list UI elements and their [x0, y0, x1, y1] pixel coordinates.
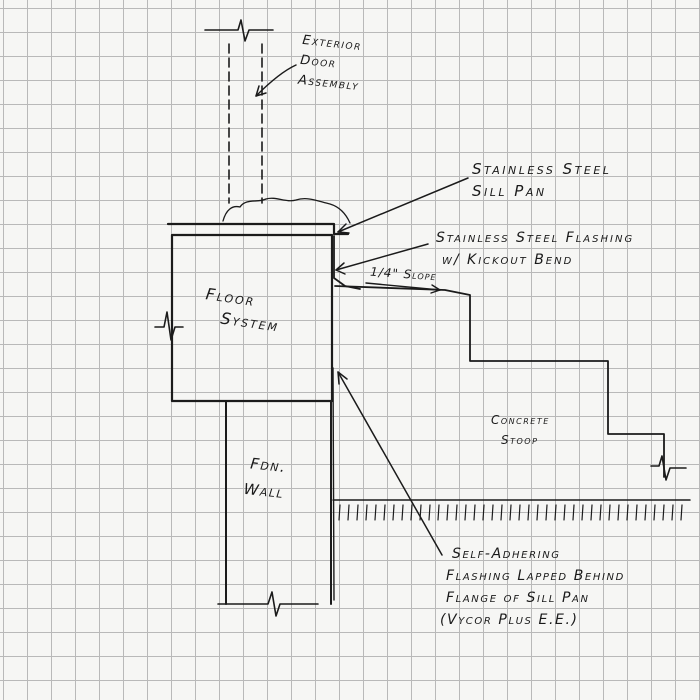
earth-hatch-mark	[626, 504, 629, 521]
floor-break-symbol	[154, 311, 184, 341]
earth-hatch-mark	[653, 504, 656, 521]
earth-hatch-mark	[338, 504, 341, 521]
earth-hatch-mark	[356, 504, 359, 521]
earth-hatch-mark	[365, 504, 368, 521]
sill-pan	[166, 222, 350, 236]
earth-hatch-mark	[464, 504, 467, 521]
adhering-label-line4: (Vycor Plus E.E.)	[440, 612, 579, 628]
earth-hatch-mark	[455, 504, 458, 521]
earth-hatch-mark	[680, 504, 683, 521]
foundation-wall-label: Fdn. Wall	[242, 450, 288, 506]
adhering-label-line3: Flange of Sill Pan	[446, 590, 590, 606]
concrete-stoop	[334, 285, 665, 478]
foundation-wall	[217, 400, 332, 617]
self-adhering-label: Self-Adhering Flashing Lapped Behind Fla…	[440, 543, 625, 631]
earth-hatch-mark	[554, 504, 557, 521]
earth-hatch-mark	[446, 504, 449, 521]
door-break-symbol	[204, 19, 274, 42]
earth-hatch-mark	[437, 504, 440, 521]
earth-hatch-mark	[347, 504, 350, 521]
earth-hatch-mark	[473, 504, 476, 521]
earth-hatch-mark	[401, 504, 404, 521]
earth-hatch-mark	[527, 504, 530, 521]
earth-hatch-mark	[635, 504, 638, 521]
concrete-stoop-label: Concrete Stoop	[491, 410, 550, 450]
earth-hatch-mark	[599, 504, 602, 521]
earth-hatch-mark	[671, 504, 674, 521]
flashing-label-line2: w/ Kickout Bend	[442, 252, 574, 268]
earth-hatch-mark	[482, 504, 485, 521]
concrete-label-line1: Concrete	[491, 413, 550, 427]
earth-hatch-mark	[491, 504, 494, 521]
grade-line	[332, 499, 691, 521]
adhering-label-line2: Flashing Lapped Behind	[446, 568, 625, 584]
earth-hatch-mark	[383, 504, 386, 521]
earth-hatch-mark	[428, 504, 431, 521]
floor-system-box	[170, 233, 334, 403]
sill-pan-label-line1: Stainless Steel	[472, 160, 612, 178]
earth-hatch-mark	[581, 504, 584, 521]
door-assembly-lines	[228, 43, 263, 204]
earth-hatch-mark	[374, 504, 377, 521]
flashing-label-line1: Stainless Steel Flashing	[436, 230, 635, 246]
earth-hatch-mark	[572, 504, 575, 521]
earth-hatch-mark	[545, 504, 548, 521]
earth-hatch-mark	[536, 504, 539, 521]
earth-hatch-mark	[563, 504, 566, 521]
door-assembly-label: Exterior Door Assembly	[297, 31, 364, 97]
earth-hatch-mark	[590, 504, 593, 521]
sill-pan-label-line2: Sill Pan	[472, 182, 547, 200]
earth-hatch-mark	[644, 504, 647, 521]
self-adhering-flashing	[332, 367, 335, 601]
sill-pan-label: Stainless Steel Sill Pan	[472, 158, 611, 202]
earth-hatch-mark	[392, 504, 395, 521]
kickout-flashing	[333, 235, 361, 290]
adhering-label-line1: Self-Adhering	[452, 546, 561, 562]
earth-hatch-mark	[518, 504, 521, 521]
concrete-label-line2: Stoop	[501, 433, 539, 447]
earth-hatch-mark	[500, 504, 503, 521]
door-threshold	[222, 197, 351, 224]
earth-hatch-mark	[410, 504, 413, 521]
earth-hatch-mark	[608, 504, 611, 521]
leader-arrows	[255, 64, 469, 556]
earth-hatch-mark	[509, 504, 512, 521]
earth-hatch-mark	[662, 504, 665, 521]
flashing-label: Stainless Steel Flashing w/ Kickout Bend	[436, 227, 634, 271]
earth-hatch-mark	[617, 504, 620, 521]
wall-label-line2: Wall	[242, 479, 286, 503]
slope-arrow	[365, 282, 441, 294]
stoop-break-symbol	[650, 455, 687, 481]
